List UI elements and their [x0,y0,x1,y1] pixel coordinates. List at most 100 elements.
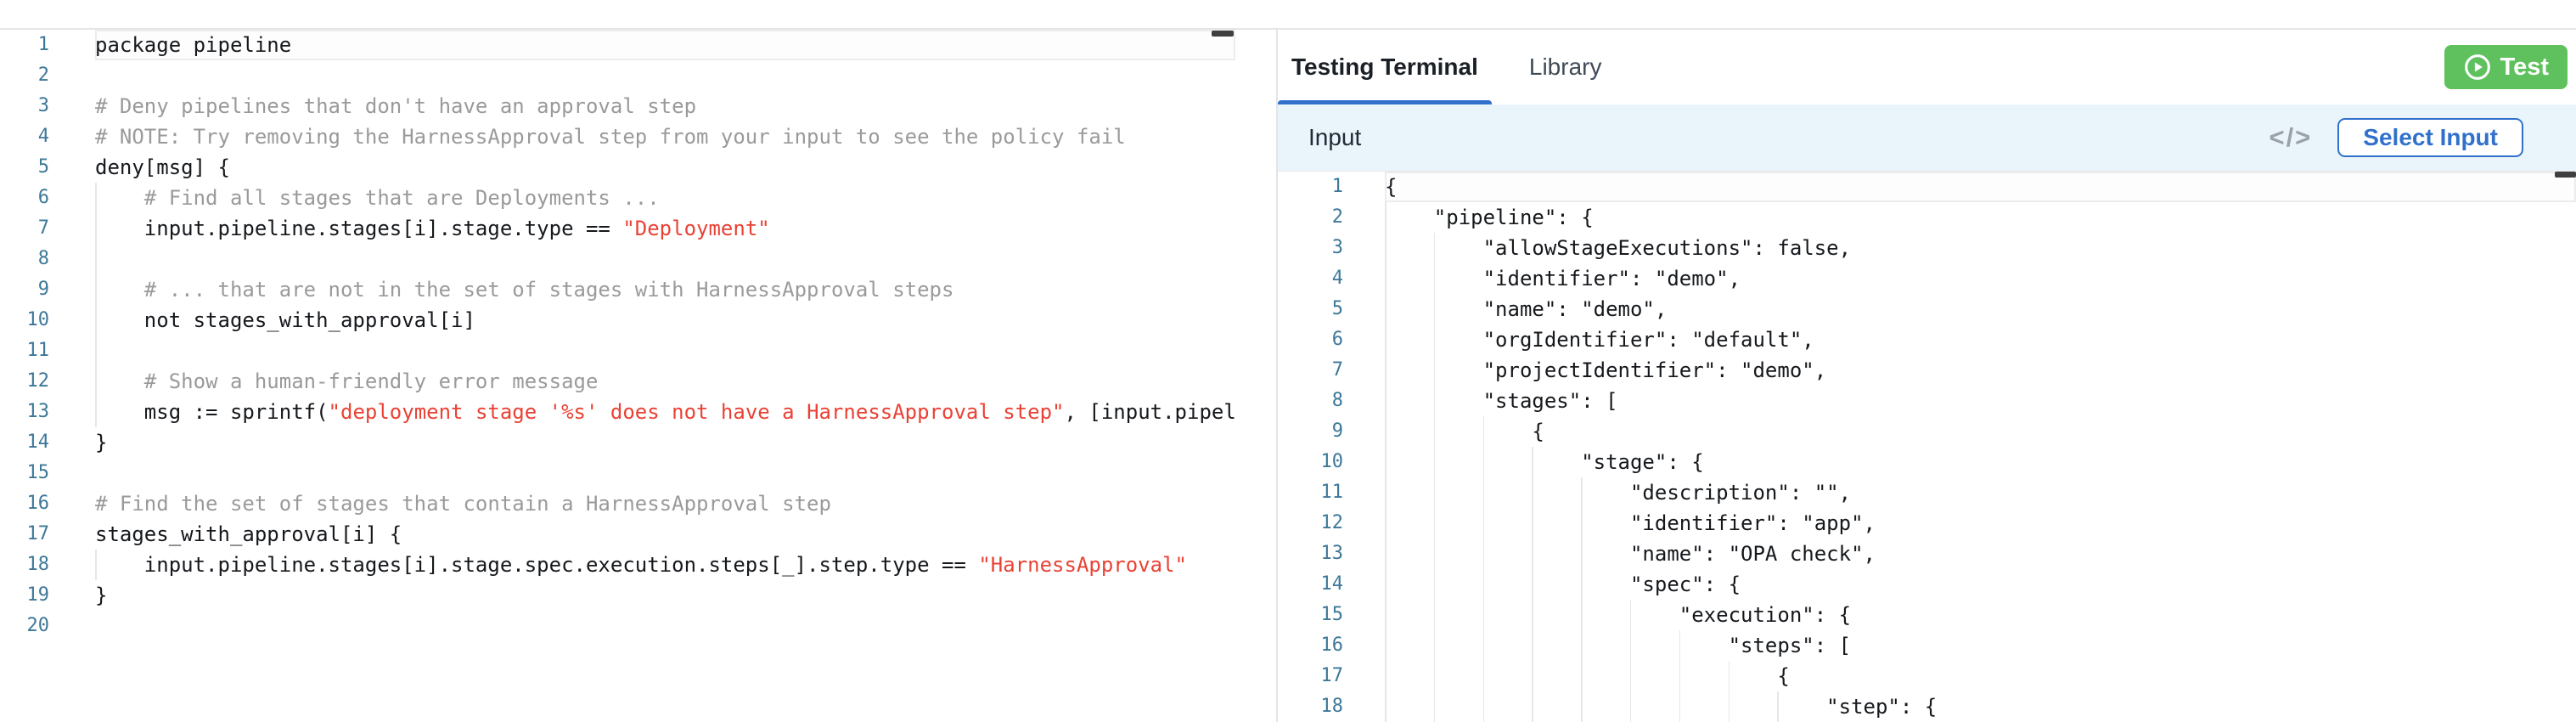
tab-label: Testing Terminal [1291,54,1478,80]
indent-guide [1433,477,1436,508]
line-number: 13 [26,401,50,422]
code-line-content: "description": "", [1385,477,2576,508]
input-json-editor[interactable]: 1{2 "pipeline": {3 "allowStageExecutions… [1278,172,2576,722]
code-line[interactable]: 8 [0,244,1276,274]
code-token-comment: # Find all stages that are Deployments .… [95,186,660,210]
code-line[interactable]: 1{ [1278,172,2576,202]
code-line[interactable]: 3 "allowStageExecutions": false, [1278,233,2576,263]
line-number: 7 [1331,359,1343,381]
tab-library[interactable]: Library [1516,30,1616,104]
select-input-button[interactable]: Select Input [2337,118,2523,157]
code-line[interactable]: 6 # Find all stages that are Deployments… [0,183,1276,213]
indent-guide [1728,661,1730,691]
code-line[interactable]: 18 "step": { [1278,691,2576,722]
test-button[interactable]: Test [2444,45,2568,89]
code-line[interactable]: 10 not stages_with_approval[i] [0,305,1276,336]
indent-guide [1532,691,1533,722]
terminal-tabs-row: Testing Terminal Library Test [1278,30,2576,104]
code-line-content: "stages": [ [1385,386,2576,416]
code-line[interactable]: 17 { [1278,661,2576,691]
code-token-code: "name": "demo", [1385,297,1668,321]
indent-guide [1433,263,1436,294]
line-number: 20 [26,615,50,636]
code-line[interactable]: 4# NOTE: Try removing the HarnessApprova… [0,121,1276,152]
code-line[interactable]: 2 "pipeline": { [1278,202,2576,233]
indent-guide [1581,691,1583,722]
indent-guide [95,366,97,397]
code-line[interactable]: 11 "description": "", [1278,477,2576,508]
code-line[interactable]: 11 [0,336,1276,366]
minimize-editor-icon[interactable] [2555,172,2576,178]
code-token-code: "spec": { [1385,573,1741,596]
code-line[interactable]: 7 "projectIdentifier": "demo", [1278,355,2576,386]
code-line[interactable]: 14} [0,427,1276,458]
minimize-editor-icon[interactable] [1212,31,1234,37]
line-number: 3 [37,95,49,116]
code-line-content: { [1385,416,2576,447]
code-line[interactable]: 16# Find the set of stages that contain … [0,488,1276,519]
code-line[interactable]: 13 "name": "OPA check", [1278,539,2576,569]
code-line[interactable]: 14 "spec": { [1278,569,2576,600]
code-line[interactable]: 18 input.pipeline.stages[i].stage.spec.e… [0,550,1276,580]
code-token-code: "name": "OPA check", [1385,542,1876,566]
indent-guide [1385,263,1386,294]
code-token-code: "stages": [ [1385,389,1618,413]
code-line-content: # NOTE: Try removing the HarnessApproval… [95,121,1235,152]
code-line[interactable]: 15 "execution": { [1278,600,2576,630]
code-token-code: stages_with_approval[i] { [95,522,402,546]
code-line[interactable]: 7 input.pipeline.stages[i].stage.type ==… [0,213,1276,244]
indent-guide [1385,447,1386,477]
code-line-content: "name": "demo", [1385,294,2576,324]
code-line[interactable]: 4 "identifier": "demo", [1278,263,2576,294]
line-number: 8 [37,248,49,269]
code-line-content: # Deny pipelines that don't have an appr… [95,91,1235,121]
code-line[interactable]: 15 [0,458,1276,488]
code-line-content: { [1385,172,2576,202]
code-line-content: "spec": { [1385,569,2576,600]
indent-guide [95,213,97,244]
indent-guide [1385,630,1386,661]
code-line[interactable]: 19} [0,580,1276,611]
code-token-comment: # NOTE: Try removing the HarnessApproval… [95,125,1126,149]
code-line[interactable]: 13 msg := sprintf("deployment stage '%s'… [0,397,1276,427]
indent-guide [1433,294,1436,324]
line-number: 17 [26,523,50,544]
code-line-content: msg := sprintf("deployment stage '%s' do… [95,397,1235,427]
code-line[interactable]: 12 # Show a human-friendly error message [0,366,1276,397]
indent-guide [1433,233,1436,263]
code-line[interactable]: 5 "name": "demo", [1278,294,2576,324]
indent-guide [1679,630,1681,661]
indent-guide [1777,691,1779,722]
indent-guide [1385,202,1386,233]
indent-guide [95,244,97,274]
code-line[interactable]: 9 # ... that are not in the set of stage… [0,274,1276,305]
code-line[interactable]: 6 "orgIdentifier": "default", [1278,324,2576,355]
code-line[interactable]: 12 "identifier": "app", [1278,508,2576,539]
code-line[interactable]: 8 "stages": [ [1278,386,2576,416]
code-token-code: "steps": [ [1385,634,1852,657]
indent-guide [1385,569,1386,600]
code-token-code [95,339,144,363]
line-number: 1 [37,34,49,55]
pane-divider[interactable] [1276,30,1278,722]
code-line[interactable]: 17 stages_with_approval[i] { [0,519,1276,550]
code-line[interactable]: 10 "stage": { [1278,447,2576,477]
code-line-content: "step": { [1385,691,2576,722]
line-number: 3 [1331,237,1343,258]
code-token-code: { [1385,420,1544,443]
code-line[interactable]: 3 # Deny pipelines that don't have an app… [0,91,1276,121]
tab-testing-terminal[interactable]: Testing Terminal [1278,30,1492,104]
code-line[interactable]: 16 "steps": [ [1278,630,2576,661]
line-number: 17 [1320,665,1344,686]
code-token-comment: # Deny pipelines that don't have an appr… [95,94,697,118]
line-number: 11 [26,340,50,361]
code-line[interactable]: 20 [0,611,1276,641]
line-number: 14 [26,432,50,453]
code-line[interactable]: 2 [0,60,1276,91]
code-line[interactable]: 9 { [1278,416,2576,447]
indent-guide [1385,661,1386,691]
